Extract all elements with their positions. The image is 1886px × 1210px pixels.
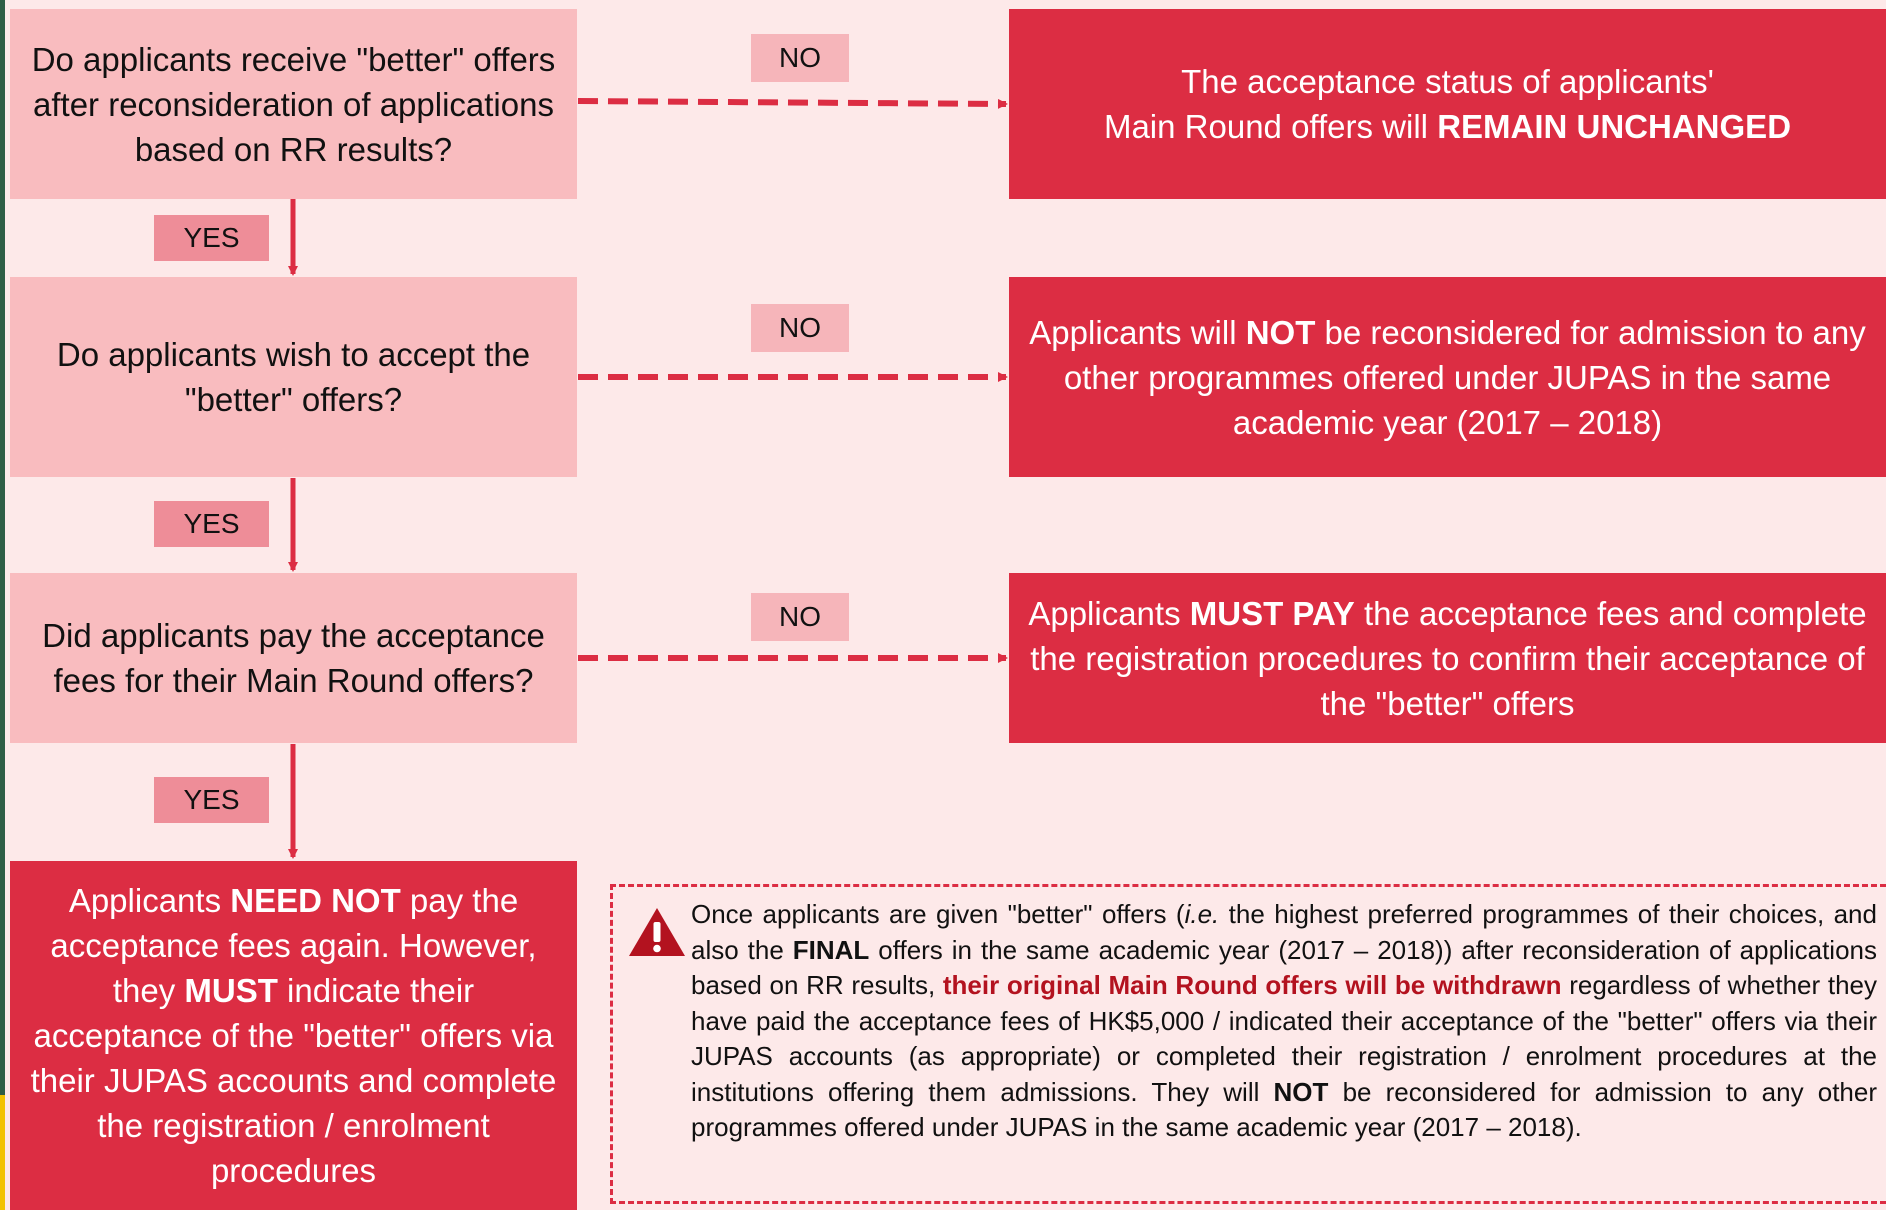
warning-note: Once applicants are given "better" offer…: [610, 884, 1886, 1204]
question-1-text: Do applicants receive "better" offers af…: [31, 40, 556, 168]
result-must-pay: Applicants MUST PAY the acceptance fees …: [1009, 573, 1886, 743]
yes-label-1: YES: [154, 215, 269, 261]
warning-note-text: Once applicants are given "better" offer…: [691, 897, 1877, 1146]
final-outcome-box: Applicants NEED NOT pay the acceptance f…: [10, 861, 577, 1210]
note-withdrawn: their original Main Round offers will be…: [942, 970, 1562, 1000]
note-not: NOT: [1273, 1076, 1329, 1107]
question-2-box: Do applicants wish to accept the "better…: [10, 277, 577, 477]
result-2-emphasis: NOT: [1245, 313, 1316, 351]
question-3-box: Did applicants pay the acceptance fees f…: [10, 573, 577, 743]
final-emphasis-must: MUST: [184, 972, 278, 1009]
final-text-c: pay the acceptance fees again. However, …: [50, 882, 537, 1009]
final-emphasis-need-not: NEED NOT: [230, 882, 401, 919]
no-label-2: NO: [751, 304, 849, 352]
result-1-line-2: Main Round offers will: [1103, 108, 1438, 145]
note-text-3: offers in the same academic year (2017 –…: [691, 934, 1877, 1001]
note-ie: i.e.: [1184, 899, 1220, 929]
yes-label-2: YES: [154, 501, 269, 547]
result-remain-unchanged: The acceptance status of applicants' Mai…: [1009, 9, 1886, 199]
question-2-text: Do applicants wish to accept the "better…: [56, 336, 531, 418]
final-text-a: Applicants: [68, 882, 231, 919]
left-edge-strip: [0, 0, 5, 1210]
result-1-line-1: The acceptance status of applicants': [1181, 63, 1714, 100]
no-arrow-1: [577, 98, 1008, 109]
no-label-1: NO: [751, 34, 849, 82]
result-2-text-c: be reconsidered for admission to any oth…: [1063, 313, 1866, 441]
question-1-box: Do applicants receive "better" offers af…: [10, 9, 577, 199]
note-text-1: Once applicants are given "better" offer…: [691, 899, 1185, 929]
note-final: FINAL: [792, 934, 870, 965]
note-text-5: be reconsidered for admission to any oth…: [691, 1076, 1877, 1143]
note-text-2: the highest preferred programmes of thei…: [691, 899, 1877, 965]
result-3-text-a: Applicants: [1028, 594, 1190, 632]
final-text-e: indicate their acceptance of the "better…: [30, 972, 557, 1189]
warning-icon: [629, 908, 685, 956]
note-text-4: regardless of whether they have paid the…: [691, 970, 1877, 1107]
yes-label-3: YES: [154, 777, 269, 823]
no-label-3: NO: [751, 593, 849, 641]
result-not-reconsidered: Applicants will NOT be reconsidered for …: [1009, 277, 1886, 477]
left-edge-accent: [0, 1095, 5, 1210]
result-2-text-a: Applicants will: [1029, 313, 1246, 351]
question-3-text: Did applicants pay the acceptance fees f…: [42, 617, 545, 699]
result-1-emphasis: REMAIN UNCHANGED: [1437, 108, 1792, 145]
result-3-text-c: the acceptance fees and complete the reg…: [1030, 594, 1867, 722]
result-3-emphasis: MUST PAY: [1189, 594, 1355, 632]
